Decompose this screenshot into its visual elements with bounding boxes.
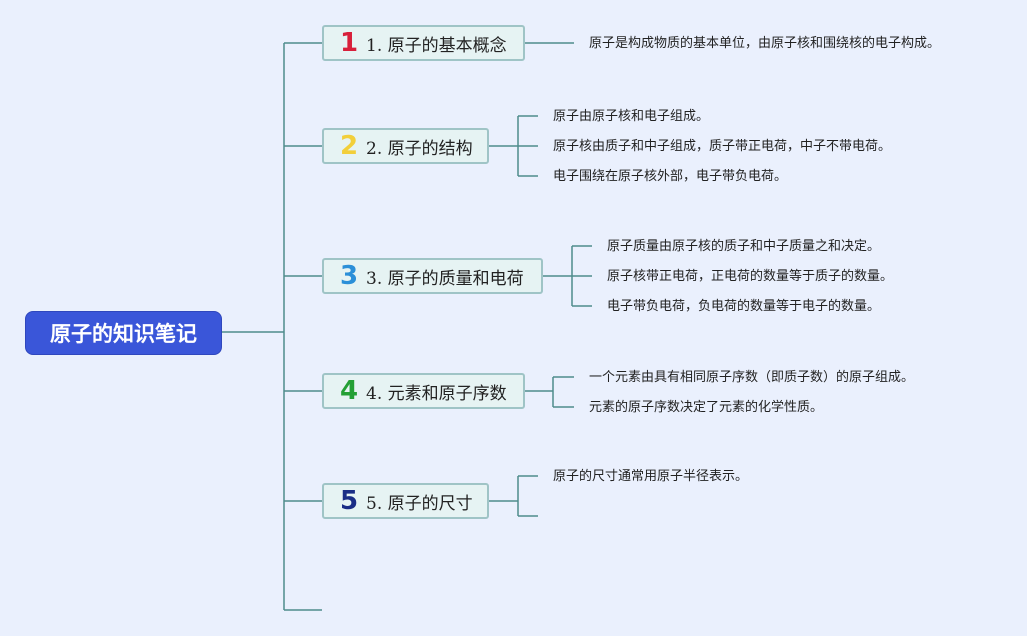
note-3-2[interactable]: 原子核带正电荷，正电荷的数量等于质子的数量。 bbox=[607, 269, 894, 284]
topic-size[interactable]: 5 5. 原子的尺寸 bbox=[322, 483, 489, 519]
note-3-1[interactable]: 原子质量由原子核的质子和中子质量之和决定。 bbox=[607, 239, 881, 254]
topic-mass-charge[interactable]: 3 3. 原子的质量和电荷 bbox=[322, 258, 543, 294]
note-3-3[interactable]: 电子带负电荷，负电荷的数量等于电子的数量。 bbox=[607, 299, 881, 314]
number-4-icon: 4 bbox=[340, 376, 359, 406]
root-topic[interactable]: 原子的知识笔记 bbox=[25, 311, 222, 355]
note-1-1[interactable]: 原子是构成物质的基本单位，由原子核和围绕核的电子构成。 bbox=[589, 36, 941, 51]
note-2-2[interactable]: 原子核由质子和中子组成，质子带正电荷，中子不带电荷。 bbox=[553, 139, 892, 154]
note-2-3[interactable]: 电子围绕在原子核外部，电子带负电荷。 bbox=[553, 169, 788, 184]
note-2-1[interactable]: 原子由原子核和电子组成。 bbox=[553, 109, 710, 124]
topic-label: 2. 原子的结构 bbox=[366, 138, 473, 159]
number-3-icon: 3 bbox=[340, 261, 359, 291]
number-5-icon: 5 bbox=[340, 486, 359, 516]
topic-element-atomic-number[interactable]: 4 4. 元素和原子序数 bbox=[322, 373, 525, 409]
topic-label: 1. 原子的基本概念 bbox=[366, 35, 507, 56]
note-5-1[interactable]: 原子的尺寸通常用原子半径表示。 bbox=[553, 469, 749, 484]
note-4-2[interactable]: 元素的原子序数决定了元素的化学性质。 bbox=[589, 400, 824, 415]
number-1-icon: 1 bbox=[340, 28, 359, 58]
topic-basic-concept[interactable]: 1 1. 原子的基本概念 bbox=[322, 25, 525, 61]
topic-label: 5. 原子的尺寸 bbox=[366, 493, 473, 514]
topic-structure[interactable]: 2 2. 原子的结构 bbox=[322, 128, 489, 164]
topic-label: 3. 原子的质量和电荷 bbox=[366, 268, 524, 289]
topic-label: 4. 元素和原子序数 bbox=[366, 383, 507, 404]
note-4-1[interactable]: 一个元素由具有相同原子序数（即质子数）的原子组成。 bbox=[589, 370, 915, 385]
number-2-icon: 2 bbox=[340, 131, 359, 161]
